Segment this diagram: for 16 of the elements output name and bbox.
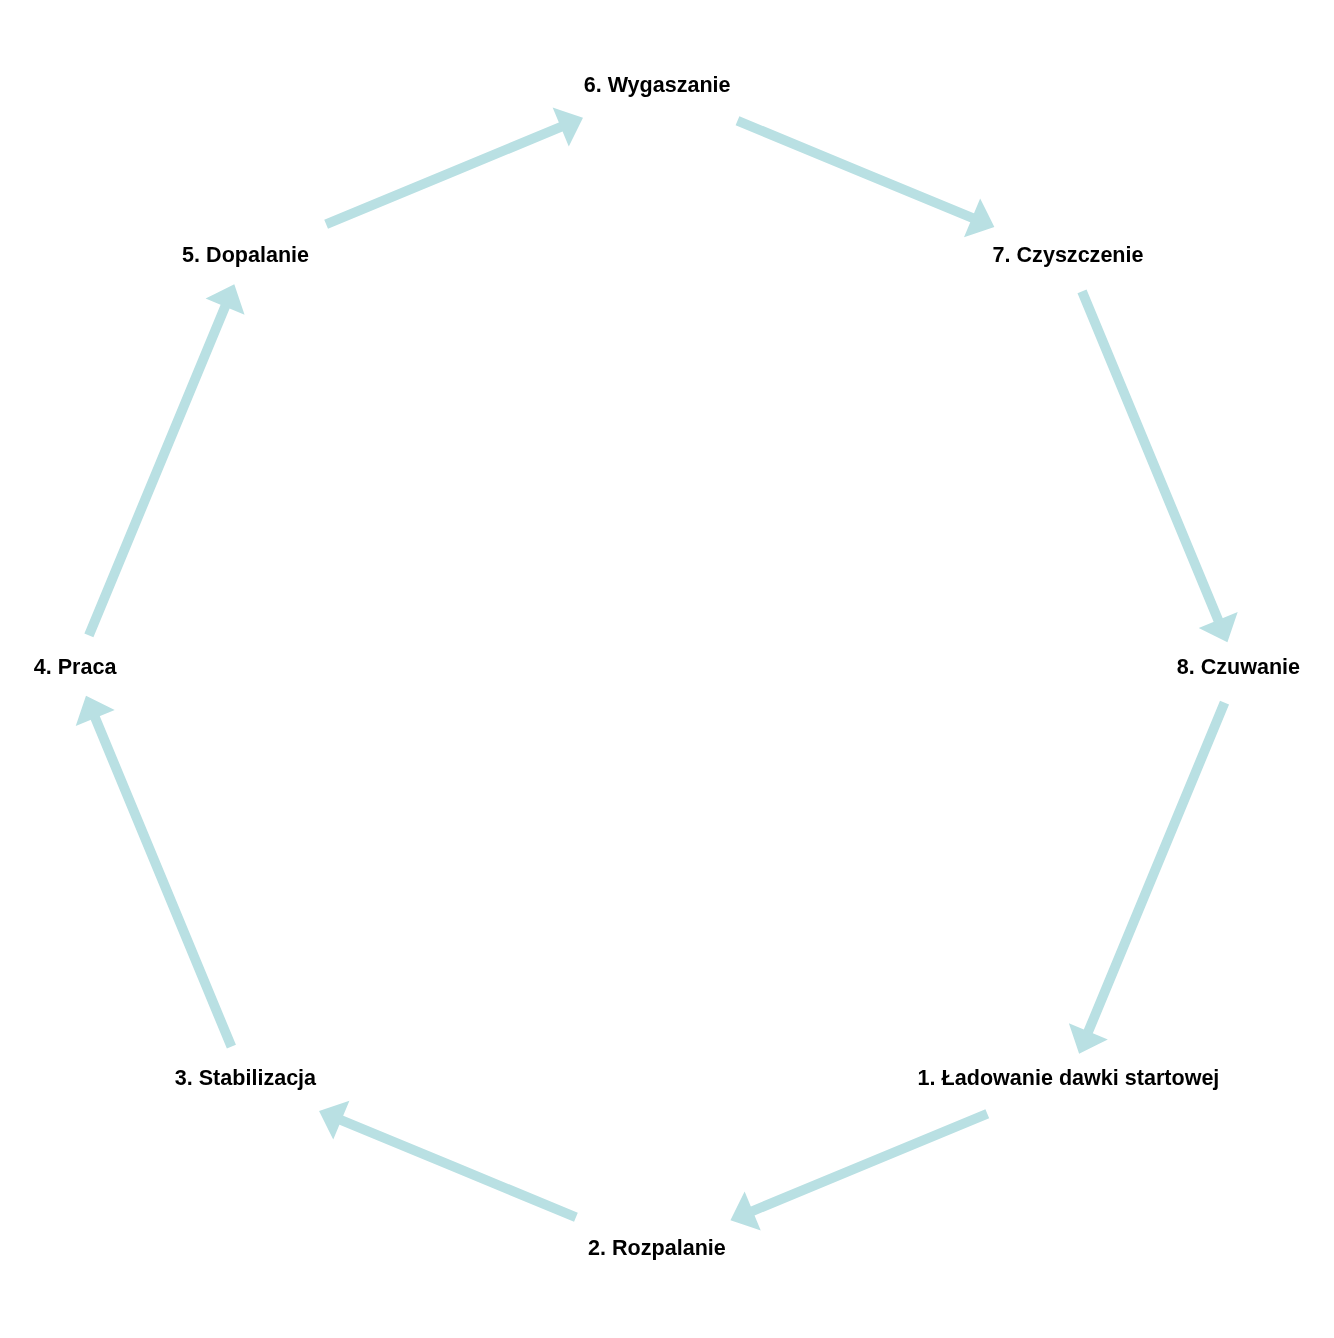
node-text: 5. Dopalanie [182, 242, 310, 268]
arrow [1068, 700, 1230, 1054]
node-text: 1. Ładowanie dawki startowej [917, 1064, 1220, 1090]
node-text: 4. Praca [33, 653, 117, 679]
arrow [730, 1109, 990, 1231]
node-text: 3. Stabilizacja [174, 1064, 317, 1090]
arrow [1077, 289, 1238, 643]
node-text: 8. Czuwanie [1176, 653, 1301, 679]
arrow [84, 284, 245, 638]
arrow [735, 116, 995, 238]
node-text: 2. Rozpalanie [588, 1235, 726, 1261]
arrow [324, 107, 583, 229]
node-text: 6. Wygaszanie [583, 71, 731, 97]
node-text: 7. Czyszczenie [992, 242, 1144, 268]
arrow [319, 1100, 578, 1222]
arrow [75, 695, 236, 1049]
